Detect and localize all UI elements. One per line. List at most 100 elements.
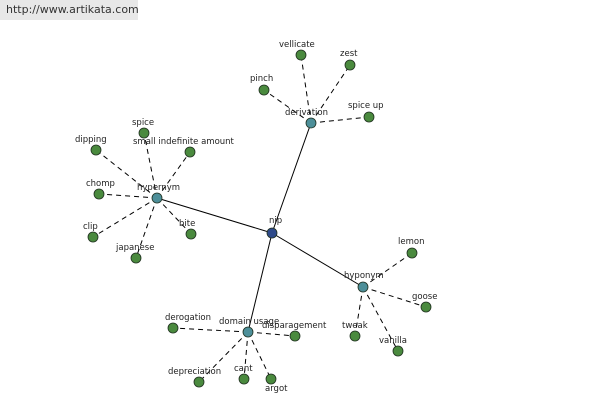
leaf-node-derogation-dot[interactable] — [167, 322, 179, 334]
leaf-node-depreciation-label: depreciation — [168, 367, 221, 377]
relation-node-domain-usage[interactable]: domain usage — [219, 317, 279, 338]
leaf-node-spice[interactable]: spice — [132, 118, 154, 139]
edge-domain-usage-leaf-1 — [247, 331, 296, 337]
leaf-node-pinch-label: pinch — [250, 74, 273, 84]
relation-node-hyponym-dot[interactable] — [357, 281, 369, 293]
leaf-node-lemon-dot[interactable] — [406, 247, 418, 259]
edge-nip-hyponym — [271, 232, 364, 288]
edge-hyponym-leaf-3 — [362, 286, 399, 352]
edge-nip-derivation — [271, 122, 312, 234]
leaf-node-disparagement[interactable]: disparagement — [262, 321, 327, 342]
leaf-node-spice-dot[interactable] — [138, 127, 150, 139]
leaf-node-vanilla-dot[interactable] — [392, 345, 404, 357]
center-node-nip-dot[interactable] — [266, 227, 278, 239]
relation-node-hyponym[interactable]: hyponym — [344, 271, 384, 293]
leaf-node-zest-dot[interactable] — [344, 59, 356, 71]
relation-node-derivation-dot[interactable] — [305, 117, 317, 129]
edge-derivation-leaf-1 — [310, 64, 351, 124]
relation-node-hypernym[interactable]: hypernym — [137, 183, 180, 204]
leaf-node-argot-dot[interactable] — [265, 373, 277, 385]
edge-hypernym-leaf-4 — [92, 197, 158, 238]
leaf-node-chomp-label: chomp — [86, 179, 115, 189]
leaf-node-chomp[interactable]: chomp — [86, 179, 115, 200]
edge-domain-usage-leaf-2 — [198, 331, 249, 383]
leaf-node-lemon[interactable]: lemon — [398, 237, 424, 259]
leaf-node-vellicate[interactable]: vellicate — [279, 40, 315, 61]
leaf-node-disparagement-dot[interactable] — [289, 330, 301, 342]
leaf-node-japanese-dot[interactable] — [130, 252, 142, 264]
leaf-node-derogation[interactable]: derogation — [165, 313, 211, 334]
leaf-node-zest-label: zest — [340, 49, 358, 59]
leaf-node-depreciation-dot[interactable] — [193, 376, 205, 388]
leaf-node-pinch-dot[interactable] — [258, 84, 270, 96]
leaf-node-argot-label: argot — [265, 384, 288, 394]
leaf-node-chomp-dot[interactable] — [93, 188, 105, 200]
relation-node-hypernym-label: hypernym — [137, 183, 180, 193]
leaf-node-vanilla-label: vanilla — [379, 336, 407, 346]
edge-nip-domain-usage — [247, 232, 273, 333]
leaf-node-goose-dot[interactable] — [420, 301, 432, 313]
edge-derivation-leaf-0 — [300, 54, 312, 124]
leaf-node-spice-label: spice — [132, 118, 154, 128]
center-node-nip[interactable]: nip — [266, 216, 282, 239]
edge-domain-usage-leaf-3 — [243, 331, 249, 380]
leaf-node-cant-label: cant — [234, 364, 253, 374]
leaf-node-vellicate-dot[interactable] — [295, 49, 307, 61]
nodes-layer: vellicate zest pinch spice up derivation spic… — [75, 40, 437, 394]
leaf-node-small-indefinite-amount-dot[interactable] — [184, 146, 196, 158]
edge-hypernym-leaf-5 — [135, 197, 158, 259]
edge-hyponym-leaf-1 — [362, 286, 427, 308]
leaf-node-dipping[interactable]: dipping — [75, 135, 107, 156]
leaf-node-lemon-label: lemon — [398, 237, 424, 247]
relation-node-derivation-label: derivation — [285, 108, 328, 118]
leaf-node-cant[interactable]: cant — [234, 364, 253, 385]
leaf-node-clip[interactable]: clip — [83, 222, 99, 243]
relation-node-hyponym-label: hyponym — [344, 271, 384, 281]
leaf-node-derogation-label: derogation — [165, 313, 211, 323]
leaf-node-bite-dot[interactable] — [185, 228, 197, 240]
leaf-node-depreciation[interactable]: depreciation — [168, 367, 221, 388]
leaf-node-spice-up-label: spice up — [348, 101, 384, 111]
relation-node-domain-usage-dot[interactable] — [242, 326, 254, 338]
leaf-node-cant-dot[interactable] — [238, 373, 250, 385]
relation-node-derivation[interactable]: derivation — [285, 108, 328, 129]
leaf-node-small-indefinite-amount[interactable]: small indefinite amount — [133, 137, 235, 158]
leaf-node-dipping-dot[interactable] — [90, 144, 102, 156]
leaf-node-disparagement-label: disparagement — [262, 321, 327, 331]
leaf-node-japanese[interactable]: japanese — [115, 243, 154, 264]
leaf-node-small-indefinite-amount-label: small indefinite amount — [133, 137, 235, 147]
site-url-watermark: http://www.artikata.com — [0, 0, 139, 20]
leaf-node-vellicate-label: vellicate — [279, 40, 315, 50]
leaf-node-tweak[interactable]: tweak — [342, 321, 368, 342]
edge-hyponym-leaf-0 — [362, 252, 413, 288]
center-node-nip-label: nip — [269, 216, 282, 226]
relation-node-domain-usage-label: domain usage — [219, 317, 279, 327]
leaf-node-goose-label: goose — [412, 292, 437, 302]
leaf-node-clip-label: clip — [83, 222, 98, 232]
leaf-node-japanese-label: japanese — [115, 243, 154, 253]
leaf-node-vanilla[interactable]: vanilla — [379, 336, 407, 357]
edge-nip-hypernym — [156, 197, 273, 234]
leaf-node-spice-up[interactable]: spice up — [348, 101, 384, 123]
edge-derivation-leaf-3 — [310, 116, 370, 124]
leaf-node-tweak-dot[interactable] — [349, 330, 361, 342]
edge-hypernym-leaf-3 — [98, 193, 158, 199]
leaf-node-bite-label: bite — [179, 219, 195, 229]
leaf-node-bite[interactable]: bite — [179, 219, 197, 240]
relation-node-hypernym-dot[interactable] — [151, 192, 163, 204]
leaf-node-tweak-label: tweak — [342, 321, 368, 331]
leaf-node-clip-dot[interactable] — [87, 231, 99, 243]
leaf-node-spice-up-dot[interactable] — [363, 111, 375, 123]
leaf-node-pinch[interactable]: pinch — [250, 74, 273, 96]
leaf-node-goose[interactable]: goose — [412, 292, 437, 313]
leaf-node-argot[interactable]: argot — [265, 373, 288, 394]
leaf-node-dipping-label: dipping — [75, 135, 107, 145]
edge-domain-usage-leaf-0 — [172, 327, 249, 333]
leaf-node-zest[interactable]: zest — [340, 49, 358, 71]
edge-hypernym-leaf-1 — [95, 149, 158, 199]
edge-derivation-leaf-2 — [263, 89, 312, 124]
edge-hypernym-leaf-2 — [156, 151, 191, 199]
edges-layer — [92, 54, 427, 383]
edge-hypernym-leaf-0 — [143, 132, 158, 199]
